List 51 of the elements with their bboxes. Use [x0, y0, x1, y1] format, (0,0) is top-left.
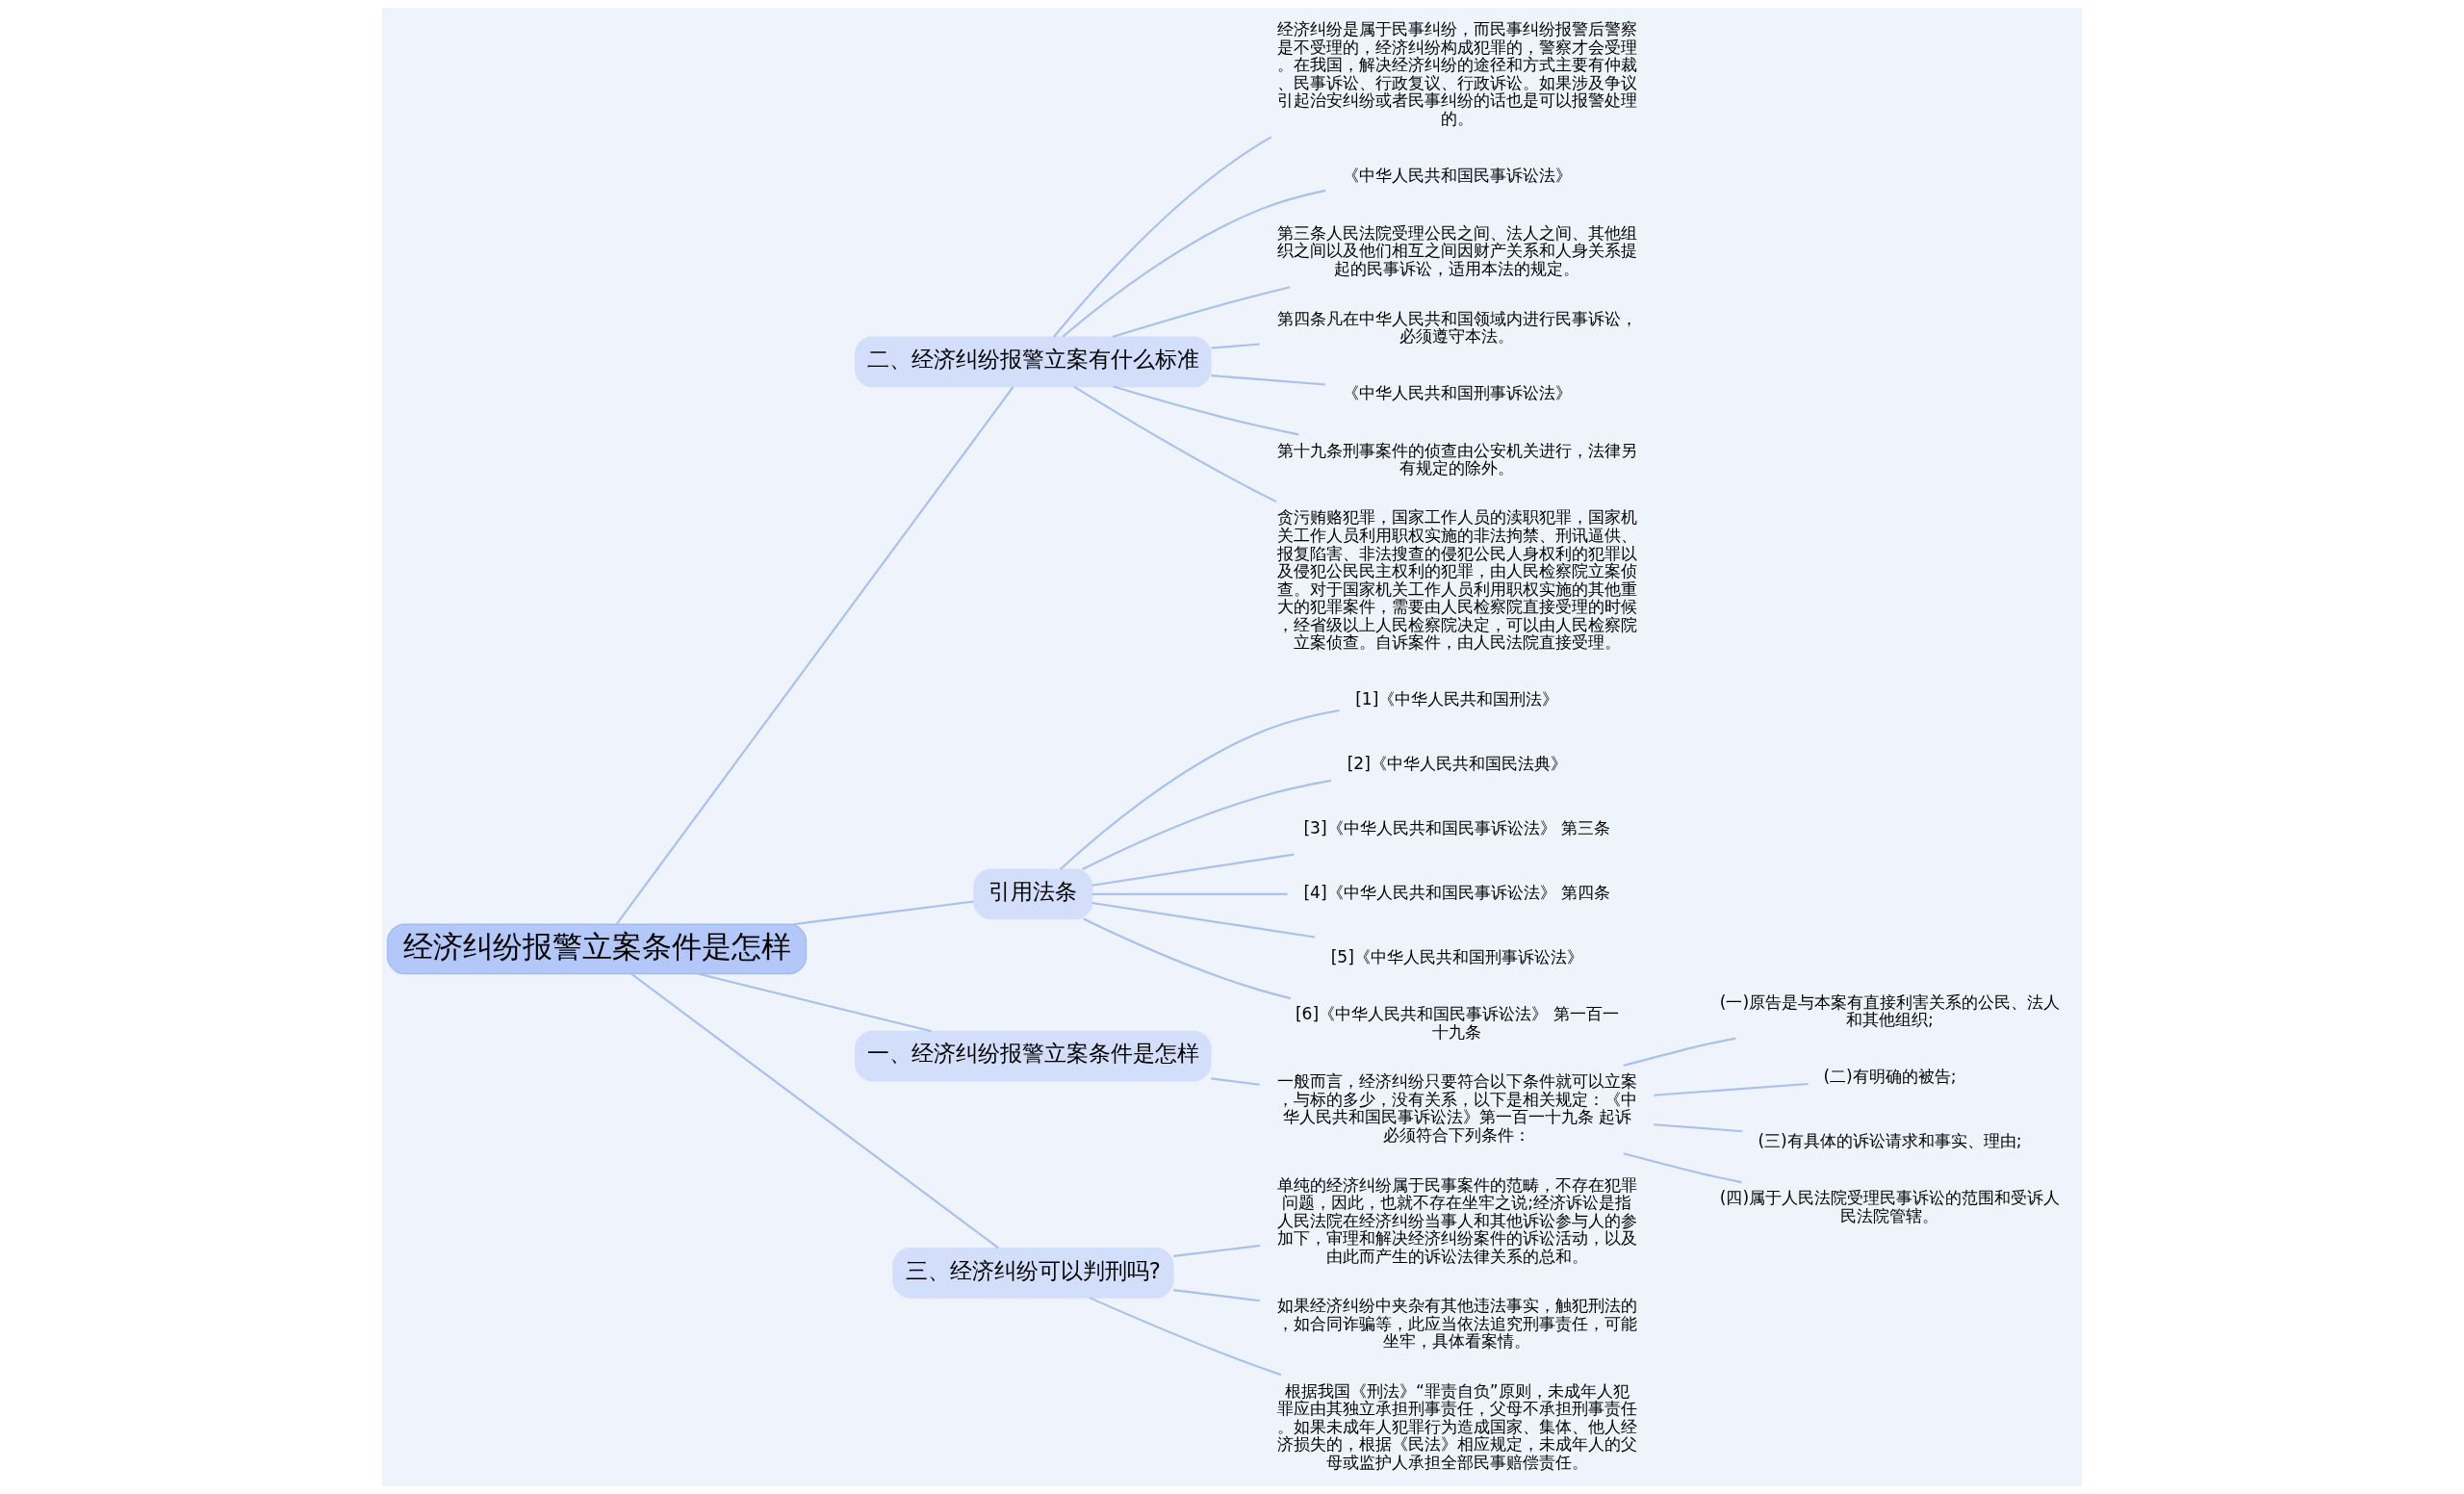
connector [1082, 779, 1332, 870]
node-text: [2]《中华人民共和国民法典》 [1347, 754, 1567, 774]
connector [698, 972, 932, 1033]
node-box: 一、经济纠纷报警立案条件是怎样 [855, 1030, 1212, 1082]
connector [1060, 708, 1340, 870]
connector [1623, 1037, 1736, 1067]
connector [1654, 1082, 1809, 1096]
node-text: 第三条人民法院受理公民之间、法人之间、其他组织之间以及他们相互之间因财产关系和人身关系提起的民事诉讼，适用本法的规定。 [1276, 222, 1637, 278]
connector [1053, 136, 1272, 338]
connector [1083, 917, 1292, 1000]
node-text: 单纯的经济纠纷属于民事案件的范畴，不存在犯罪问题，因此，也就不存在坐牢之说;经济诉讼是指人民法院在经济纠纷当事人和其他诉讼参与人的参加下，审理和解决经济纠纷案件的诉讼活动，以及由此而产生的诉讼法律关系的总和。 [1276, 1174, 1637, 1266]
connector [1091, 892, 1288, 895]
connector [793, 900, 974, 926]
connector [1073, 385, 1277, 503]
node-text: [1]《中华人民共和国刑法》 [1355, 689, 1559, 709]
node-text: 《中华人民共和国刑事诉讼法》 [1342, 383, 1572, 403]
connector [1112, 286, 1291, 339]
connector [1089, 1297, 1282, 1377]
connector [1091, 902, 1316, 939]
connector [1623, 1152, 1742, 1184]
connector [615, 386, 1014, 925]
node-text: 《中华人民共和国民事诉讼法》 [1342, 165, 1572, 185]
connector [1173, 1244, 1261, 1257]
connector [1211, 374, 1326, 386]
connector [1062, 189, 1326, 338]
node-text: 第十九条刑事案件的侦查由公安机关进行，法律另有规定的除外。 [1276, 440, 1637, 478]
node-text: 贪污贿赂犯罪，国家工作人员的渎职犯罪，国家机关工作人员利用职权实施的非法拘禁、刑讯逼供、报复陷害、非法搜查的侵犯公民人身权利的犯罪以及侵犯公民民主权利的犯罪，由人民检察院立案侦查。对于国家机关工作人员利用职权实施的其他重大的犯罪案件，需要由人民检察院直接受理的时候，经省级以上人民检察院决定，可以由人民检察院立案侦查。自诉案件，由人民法院直接受理。 [1276, 507, 1637, 653]
node-text: [6]《中华人民共和国民事诉讼法》 第一百一十九条 [1295, 1004, 1619, 1042]
node-text: (四)属于人民法院受理民事诉讼的范围和受诉人民法院管辖。 [1719, 1188, 2061, 1225]
node-text: [3]《中华人民共和国民事诉讼法》 第三条 [1303, 818, 1611, 838]
node-text: 第四条凡在中华人民共和国领域内进行民事诉讼，必须遵守本法。 [1276, 308, 1637, 347]
connector [1654, 1123, 1743, 1133]
node-text: 一般而言，经济纠纷只要符合以下条件就可以立案，与标的多少，没有关系，以下是相关规定：《中华人民共和国民事诉讼法》第一百一十九条 起诉必须符合下列条件： [1276, 1071, 1637, 1145]
node-text: (一)原告是与本案有直接利害关系的公民、法人和其他组织; [1719, 992, 2061, 1030]
connector [1113, 385, 1299, 436]
node-box: 经济纠纷报警立案条件是怎样 [387, 923, 808, 975]
node-box: 三、经济纠纷可以判刑吗? [892, 1247, 1174, 1299]
node-box: 引用法条 [973, 868, 1093, 920]
node-box: 二、经济纠纷报警立案有什么标准 [855, 336, 1212, 388]
node-text: [5]《中华人民共和国刑事诉讼法》 [1330, 947, 1583, 967]
node-text: (二)有明确的被告; [1823, 1067, 1957, 1087]
node-text: 经济纠纷是属于民事纠纷，而民事纠纷报警后警察是不受理的，经济纠纷构成犯罪的，警察才会受理。在我国，解决经济纠纷的途径和方式主要有仲裁、民事诉讼、行政复议、行政诉讼。如果涉及争议引起治安纠纷或者民事纠纷的话也是可以报警处理的。 [1276, 19, 1637, 128]
node-text: 根据我国《刑法》“罪责自负”原则，未成年人犯罪应由其独立承担刑事责任，父母不承担刑事责任。如果未成年人犯罪行为造成国家、集体、他人经济损失的，根据《民法》相应规定，未成年人的父母或监护人承担全部民事赔偿责任。 [1276, 1380, 1637, 1472]
node-text: [4]《中华人民共和国民事诉讼法》 第四条 [1303, 883, 1611, 903]
connector [1211, 1077, 1260, 1086]
node-text: (三)有具体的诉讼请求和事实、理由; [1758, 1131, 2022, 1151]
connector [1211, 343, 1260, 349]
connector [1173, 1289, 1261, 1302]
connector [1091, 853, 1295, 887]
node-text: 如果经济纠纷中夹杂有其他违法事实，触犯刑法的，如合同诈骗等，此应当依法追究刑事责任，可能坐牢，具体看案情。 [1276, 1296, 1637, 1352]
connector [630, 972, 999, 1249]
